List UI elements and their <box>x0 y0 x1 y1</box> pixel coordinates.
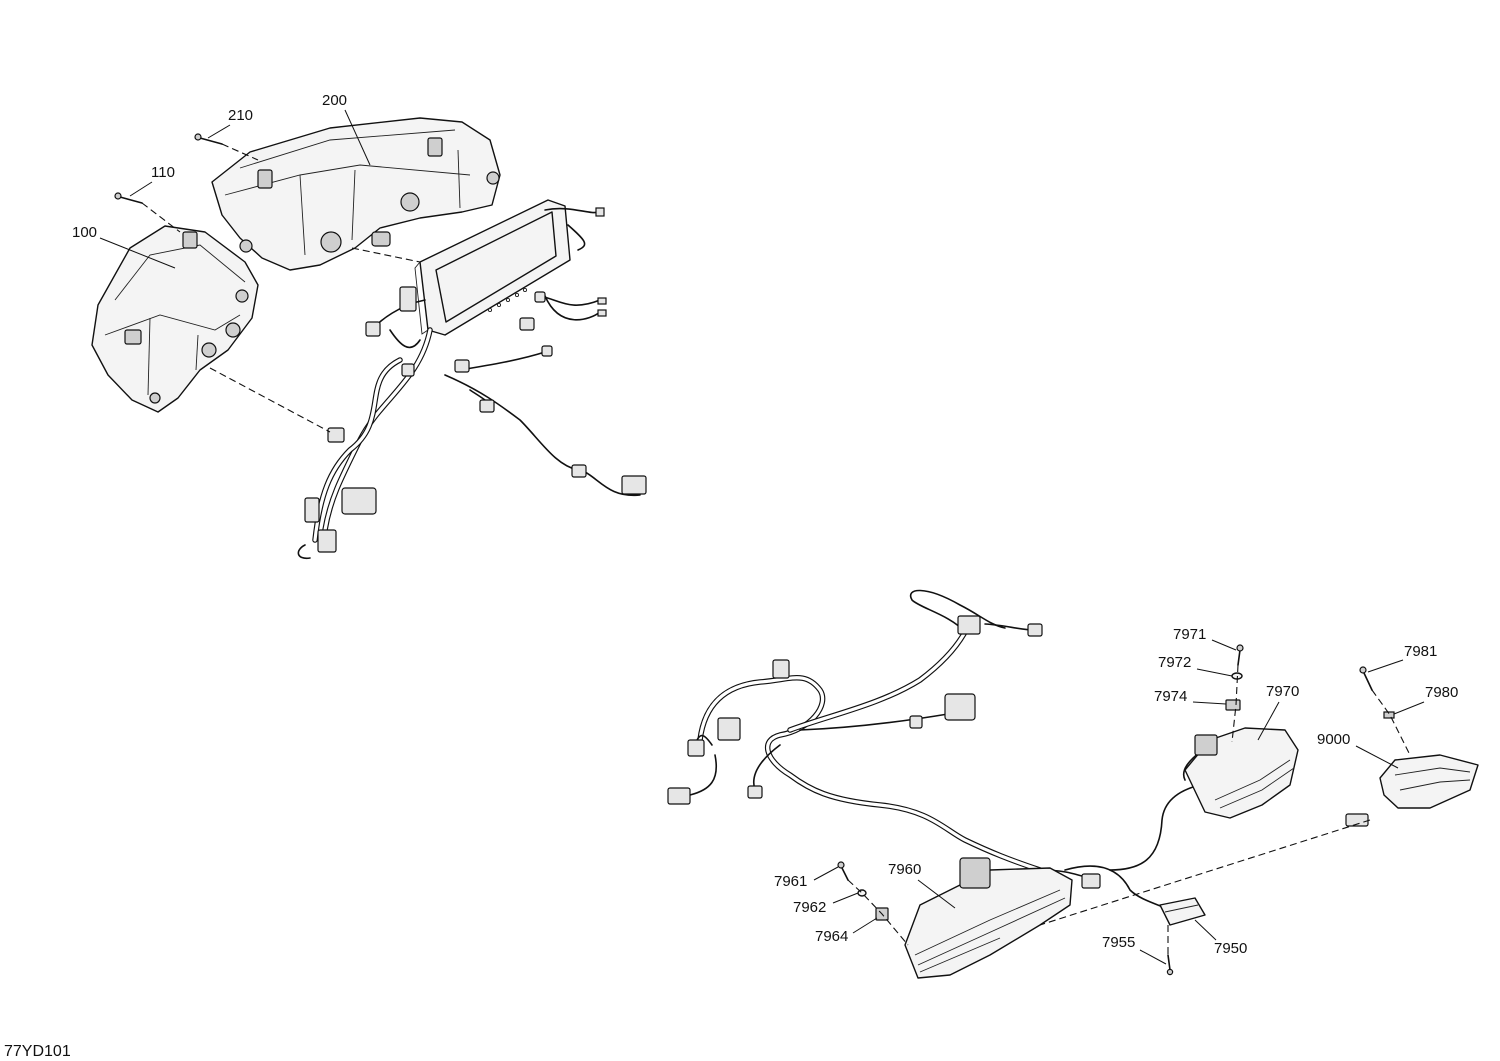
callout-7972: 7972 <box>1158 654 1191 671</box>
screw-7955[interactable] <box>1166 954 1174 976</box>
callout-7981: 7981 <box>1404 643 1437 660</box>
screw-7961[interactable] <box>837 861 849 881</box>
callout-7955: 7955 <box>1102 934 1135 951</box>
screw-210[interactable] <box>194 133 223 145</box>
screw-7981[interactable] <box>1359 666 1373 691</box>
display-unit[interactable] <box>414 199 571 336</box>
callout-100: 100 <box>72 224 97 241</box>
callout-7950: 7950 <box>1214 940 1247 957</box>
tail-light-7970[interactable] <box>1184 727 1299 819</box>
headlight-200[interactable] <box>211 117 501 271</box>
callout-7962: 7962 <box>793 899 826 916</box>
clip-7980[interactable] <box>1383 711 1395 719</box>
figure-code: 77YD101 <box>4 1043 71 1060</box>
assembly-lines-bottom <box>847 664 1411 955</box>
license-light-7950[interactable] <box>1159 897 1206 926</box>
callout-7961: 7961 <box>774 873 807 890</box>
callout-7971: 7971 <box>1173 626 1206 643</box>
callout-200: 200 <box>322 92 347 109</box>
nut-7974[interactable] <box>1225 699 1241 711</box>
headlight-100[interactable] <box>91 225 259 413</box>
front-wiring-harness[interactable] <box>297 207 647 560</box>
callout-7974: 7974 <box>1154 688 1187 705</box>
callouts-bottom: 7971 7972 7974 7970 7981 7980 9000 7961 … <box>774 626 1458 965</box>
callout-210: 210 <box>228 107 253 124</box>
callout-7970: 7970 <box>1266 683 1299 700</box>
tail-light-7960[interactable] <box>904 857 1073 979</box>
screw-7971[interactable] <box>1236 644 1244 666</box>
callout-110: 110 <box>151 164 175 181</box>
callout-7980: 7980 <box>1425 684 1458 701</box>
callouts-top: 200 210 110 100 <box>72 92 371 269</box>
light-9000[interactable] <box>1379 754 1479 809</box>
screw-110[interactable] <box>114 192 143 204</box>
assembly-lines-top <box>141 143 421 433</box>
callout-7960: 7960 <box>888 861 921 878</box>
callout-7964: 7964 <box>815 928 848 945</box>
callout-9000: 9000 <box>1317 731 1350 748</box>
rear-wiring-harness[interactable] <box>667 589 1369 911</box>
